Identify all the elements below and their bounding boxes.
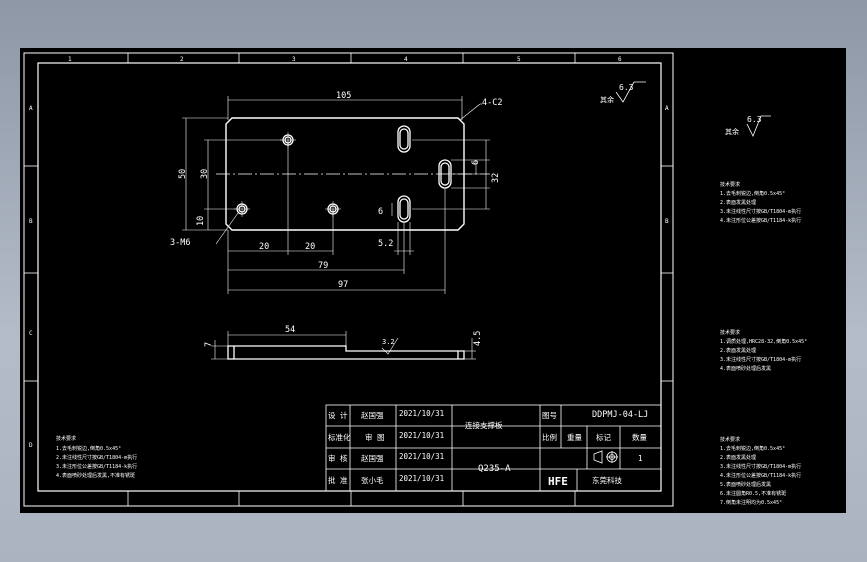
dim-54: 54 bbox=[285, 325, 295, 335]
zone-number-6: 6 bbox=[618, 56, 622, 63]
tb-r2-c3: 2021/10/31 bbox=[399, 431, 444, 440]
tb-r2-c1: 标准化 bbox=[328, 432, 351, 442]
tb-r1-c3: 2021/10/31 bbox=[399, 409, 444, 418]
dimension-lines bbox=[182, 96, 490, 294]
tb-company: 东莞科技 bbox=[592, 475, 622, 485]
dim-20-left: 20 bbox=[259, 242, 269, 252]
note-r3-4: 4.未注形位公差按GB/T1184-k执行 bbox=[720, 472, 801, 479]
dim-6-left: 6 bbox=[378, 207, 383, 217]
title-block bbox=[325, 404, 662, 492]
zone-letter-a-right: A bbox=[665, 105, 669, 112]
dim-4-5: 4.5 bbox=[473, 331, 483, 346]
dim-79: 79 bbox=[318, 261, 328, 271]
tb-r2-c2: 审 图 bbox=[365, 432, 385, 442]
note-left-2: 2.未注线性尺寸按GB/T1804-m执行 bbox=[56, 454, 137, 461]
zone-number-2: 2 bbox=[180, 56, 184, 63]
zone-number-4: 4 bbox=[404, 56, 408, 63]
dim-4c2: 4-C2 bbox=[482, 98, 502, 108]
note-left-4: 4.表面喷砂处理后发黑,不准有锈斑 bbox=[56, 472, 135, 479]
dim-3-m6: 3-M6 bbox=[170, 238, 190, 248]
drawing-canvas: 1 2 3 4 5 6 A B C D A B bbox=[20, 48, 846, 513]
note-r1-0: 技术要求 bbox=[720, 181, 740, 188]
roughness-value-side: 6.3 bbox=[747, 115, 762, 124]
tb-r1-c1: 设 计 bbox=[328, 410, 348, 420]
note-r1-4: 4.未注形位公差按GB/T1184-k执行 bbox=[720, 217, 801, 224]
note-r3-2: 2.表面发黑处理 bbox=[720, 454, 756, 461]
roughness-label-main: 其余 bbox=[600, 95, 614, 104]
inner-frame bbox=[37, 62, 662, 492]
dim-32: 32 bbox=[491, 173, 501, 183]
outer-frame bbox=[23, 52, 674, 507]
notes-right-3: 技术要求 1.去毛刺锐边,倒角0.5x45° 2.表面发黑处理 3.未注线性尺寸… bbox=[720, 436, 801, 506]
dim-10: 10 bbox=[196, 216, 206, 226]
tb-r3-c1: 审 核 bbox=[328, 453, 348, 463]
dim-105: 105 bbox=[336, 91, 351, 101]
note-left-0: 技术要求 bbox=[56, 435, 76, 442]
tb-drawing-no: DDPMJ-04-LJ bbox=[592, 410, 648, 420]
dim-5-2: 5.2 bbox=[378, 239, 393, 249]
notes-right-2: 技术要求 1.调质处理,HRC28-32,倒角0.5x45° 2.表面发黑处理 … bbox=[720, 329, 807, 372]
zone-number-5: 5 bbox=[517, 56, 521, 63]
note-r3-5: 5.表面喷砂处理后发黑 bbox=[720, 481, 771, 488]
tb-r4-c3: 2021/10/31 bbox=[399, 474, 444, 483]
roughness-symbol-side: 其余 6.3 bbox=[725, 115, 771, 137]
zone-number-3: 3 bbox=[292, 56, 296, 63]
tb-company-logo: HFE bbox=[548, 475, 568, 488]
note-r2-0: 技术要求 bbox=[720, 329, 740, 336]
note-r3-3: 3.未注线性尺寸按GB/T1804-m执行 bbox=[720, 463, 801, 470]
dim-30: 30 bbox=[200, 169, 210, 179]
notes-left: 技术要求 1.去毛刺锐边,倒角0.5x45° 2.未注线性尺寸按GB/T1804… bbox=[56, 435, 137, 479]
note-r1-2: 2.表面发黑处理 bbox=[720, 199, 756, 206]
side-view-dimension-lines bbox=[211, 331, 476, 360]
note-r3-6: 6.未注圆角R0.5,不准有锈斑 bbox=[720, 490, 786, 497]
note-r1-3: 3.未注线性尺寸按GB/T1804-m执行 bbox=[720, 208, 801, 215]
note-left-3: 3.未注形位公差按GB/T1184-k执行 bbox=[56, 463, 137, 470]
zone-markers-top bbox=[24, 53, 673, 506]
dim-6-slot: 6 bbox=[471, 160, 481, 165]
tb-r3-c2: 赵国强 bbox=[361, 453, 384, 463]
note-r1-1: 1.去毛刺锐边,倒角0.5x45° bbox=[720, 190, 785, 197]
tb-col-scale: 比例 bbox=[542, 432, 557, 442]
note-r2-1: 1.调质处理,HRC28-32,倒角0.5x45° bbox=[720, 338, 807, 345]
note-r2-4: 4.表面喷砂处理后发黑 bbox=[720, 365, 771, 372]
zone-letter-d: D bbox=[29, 442, 33, 449]
roughness-label-side: 其余 bbox=[725, 127, 739, 136]
tb-col-weight: 重量 bbox=[567, 433, 582, 442]
tb-r4-c1: 批 准 bbox=[328, 475, 348, 485]
note-r2-3: 3.未注线性尺寸按GB/T1804-m执行 bbox=[720, 356, 801, 363]
tb-part-name: 连接支撑板 bbox=[465, 420, 503, 430]
dim-20-right: 20 bbox=[305, 242, 315, 252]
zone-letter-b: B bbox=[29, 218, 33, 225]
note-left-1: 1.去毛刺锐边,倒角0.5x45° bbox=[56, 445, 121, 452]
projection-symbol-icon bbox=[593, 450, 618, 464]
note-r3-7: 7.倒角未注明均为0.5x45° bbox=[720, 499, 782, 506]
zone-letter-b-right: B bbox=[665, 218, 669, 225]
tb-drawing-no-label: 图号 bbox=[542, 411, 557, 420]
note-r3-0: 技术要求 bbox=[720, 436, 740, 443]
plate-side-view bbox=[227, 345, 465, 360]
roughness-value-main: 6.3 bbox=[619, 83, 634, 92]
dim-3-2-roughness: 3.2 bbox=[382, 338, 395, 346]
zone-number-1: 1 bbox=[68, 56, 72, 63]
tb-r1-c2: 赵国强 bbox=[361, 410, 384, 420]
tb-r3-c3: 2021/10/31 bbox=[399, 452, 444, 461]
cad-drawing: 1 2 3 4 5 6 A B C D A B bbox=[23, 52, 807, 507]
dim-50: 50 bbox=[178, 169, 188, 179]
zone-letter-c: C bbox=[29, 330, 33, 337]
tb-col-mark: 标记 bbox=[596, 432, 611, 442]
tb-r4-c2: 张小毛 bbox=[361, 475, 384, 485]
tb-col-qty: 数量 bbox=[632, 432, 647, 442]
tb-material: Q235-A bbox=[478, 464, 511, 474]
note-r2-2: 2.表面发黑处理 bbox=[720, 347, 756, 354]
notes-right-1: 技术要求 1.去毛刺锐边,倒角0.5x45° 2.表面发黑处理 3.未注线性尺寸… bbox=[720, 181, 801, 224]
roughness-symbol-main: 其余 6.3 bbox=[600, 81, 646, 104]
note-r3-1: 1.去毛刺锐边,倒角0.5x45° bbox=[720, 445, 785, 452]
dim-97: 97 bbox=[338, 280, 348, 290]
dim-7: 7 bbox=[204, 342, 214, 347]
tb-quantity: 1 bbox=[638, 454, 643, 463]
zone-letter-a: A bbox=[29, 105, 33, 112]
